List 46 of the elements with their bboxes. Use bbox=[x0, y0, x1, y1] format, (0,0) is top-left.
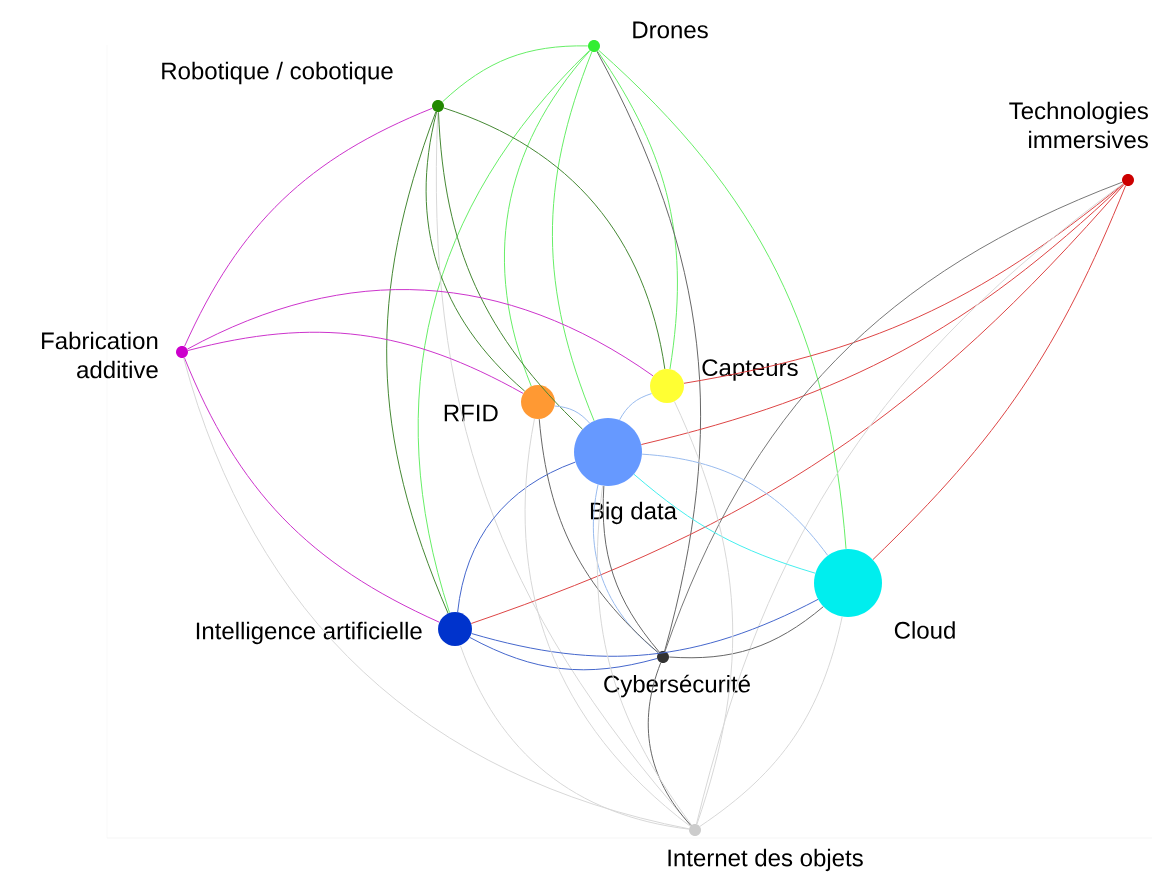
connector bbox=[597, 50, 678, 370]
connector bbox=[459, 644, 690, 830]
node-label: Cloud bbox=[894, 621, 955, 639]
connector bbox=[187, 289, 654, 377]
connector bbox=[633, 473, 816, 574]
connector bbox=[524, 418, 691, 827]
connector bbox=[554, 405, 591, 424]
connector bbox=[551, 51, 595, 422]
connector bbox=[386, 111, 449, 614]
connector bbox=[596, 50, 701, 652]
connector bbox=[538, 418, 659, 654]
connector bbox=[425, 111, 526, 392]
node-label: Drones bbox=[633, 21, 708, 39]
connector bbox=[418, 49, 591, 614]
connector bbox=[872, 185, 1127, 561]
connector bbox=[598, 49, 847, 550]
node-label: Internet des objets bbox=[668, 848, 863, 872]
node-label: Robotique / cobotique bbox=[162, 61, 393, 85]
node-label: Cybersécurité bbox=[604, 674, 750, 698]
connector bbox=[504, 50, 591, 387]
connector bbox=[183, 357, 440, 623]
node-label: Technologies immersives bbox=[1009, 101, 1148, 149]
connector bbox=[699, 616, 843, 827]
connector bbox=[640, 183, 1124, 446]
connector bbox=[469, 637, 658, 671]
connector bbox=[470, 184, 1125, 624]
connector bbox=[647, 662, 692, 826]
connector bbox=[187, 331, 524, 394]
connector bbox=[471, 598, 819, 657]
connector bbox=[673, 401, 734, 825]
connector bbox=[695, 183, 1124, 825]
node-label: Intelligence artificielle bbox=[196, 621, 422, 645]
connector bbox=[457, 461, 576, 613]
connector bbox=[442, 45, 589, 103]
connector bbox=[437, 111, 584, 430]
connector bbox=[596, 485, 692, 826]
node-label: Big data bbox=[590, 501, 677, 525]
node-label: Fabrication additive bbox=[42, 331, 158, 379]
connector bbox=[443, 107, 666, 370]
connector bbox=[664, 181, 1123, 652]
connector bbox=[184, 107, 433, 347]
connector bbox=[641, 453, 829, 556]
node-label: RFID bbox=[444, 404, 498, 422]
connector bbox=[668, 606, 824, 659]
connector bbox=[619, 393, 653, 421]
connector bbox=[602, 485, 660, 653]
